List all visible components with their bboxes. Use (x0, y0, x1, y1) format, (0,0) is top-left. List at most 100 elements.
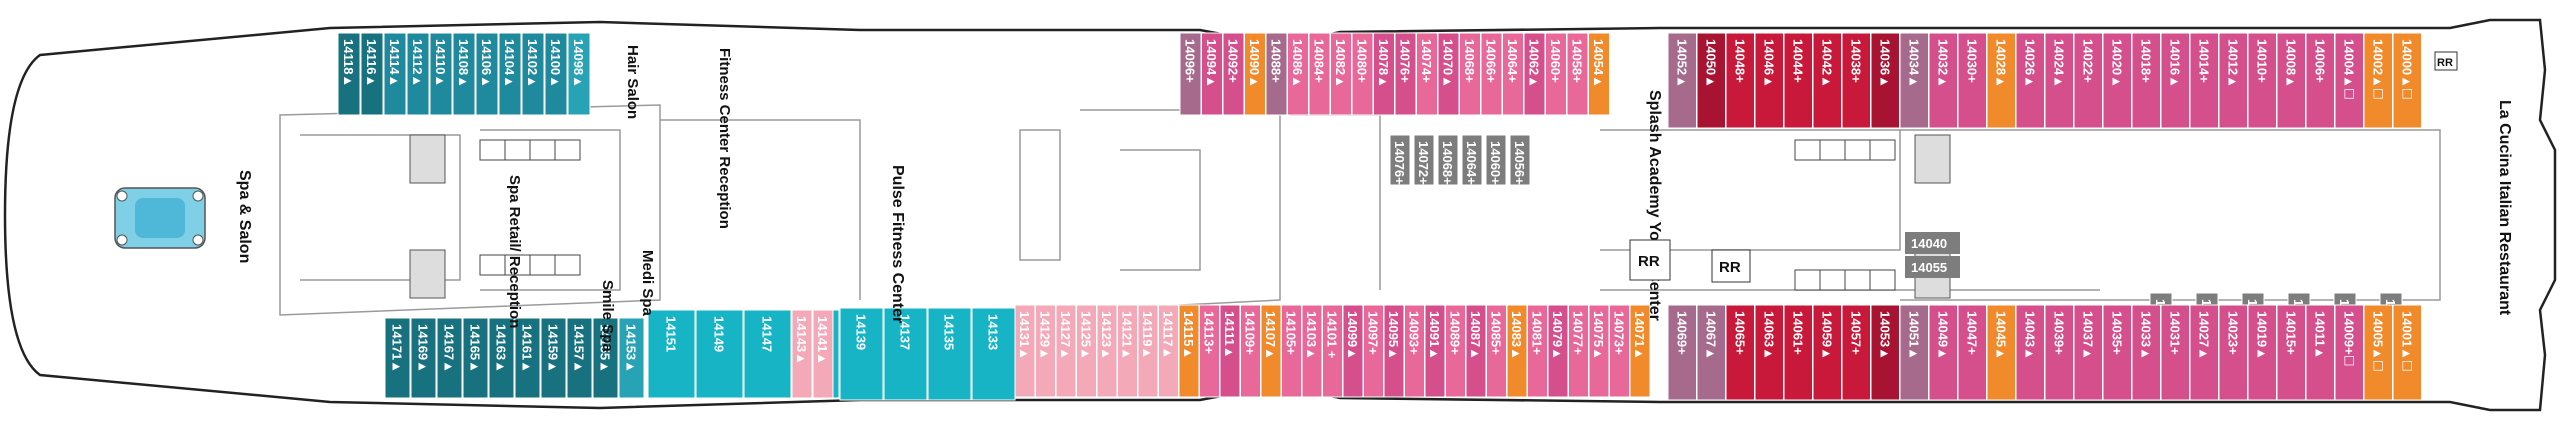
cabin-block[interactable] (839, 307, 884, 401)
cabin-14014[interactable]: 14014+ (2189, 32, 2219, 129)
cabin-14026[interactable]: 14026▲ (2015, 32, 2045, 129)
cabin-block[interactable] (521, 32, 545, 116)
cabin-block[interactable] (1413, 134, 1435, 186)
cabin-14042[interactable]: 14042▲ (1812, 32, 1842, 129)
cabin-14024[interactable]: 14024▲ (2044, 32, 2074, 129)
cabin-block[interactable] (791, 309, 813, 399)
cabin-14060[interactable]: 14060+ (1485, 134, 1507, 186)
cabin-14108[interactable]: 14108▲ (452, 32, 476, 116)
cabin-block[interactable] (1485, 134, 1507, 186)
cabin-14099[interactable]: 14099▲ (1342, 304, 1364, 398)
cabin-14121[interactable]: 14121▲ (1117, 304, 1138, 398)
cabin-14113[interactable]: 14113+ (1199, 304, 1220, 398)
cabin-14030[interactable]: 14030+ (1957, 32, 1987, 129)
cabin-14069[interactable]: 14069+ (1667, 304, 1697, 401)
cabin-block[interactable] (2015, 32, 2045, 129)
cabin-block[interactable] (695, 309, 744, 399)
cabin-14129[interactable]: 14129▲ (1035, 304, 1056, 398)
cabin-14127[interactable]: 14127▲ (1055, 304, 1077, 398)
cabin-14131[interactable]: 14131▲ (1014, 304, 1036, 398)
cabin-14008[interactable]: 14008▲ (2276, 32, 2306, 129)
cabin-14058[interactable]: 14058+ (1566, 32, 1589, 116)
cabin-block[interactable] (1696, 32, 1726, 129)
cabin-block[interactable] (2363, 304, 2393, 401)
cabin-block[interactable] (1812, 32, 1842, 129)
cabin-14052[interactable]: 14052▲ (1667, 32, 1697, 129)
cabin-14044[interactable]: 14044+ (1783, 32, 1813, 129)
cabin-14009[interactable]: 14009+☐ (2334, 304, 2364, 401)
cabin-block[interactable] (1696, 304, 1726, 401)
cabin-block[interactable] (1986, 32, 2016, 129)
cabin-block[interactable] (2189, 32, 2219, 129)
cabin-block[interactable] (406, 32, 430, 116)
cabin-14075[interactable]: 14075▲ (1588, 304, 1610, 398)
cabin-block[interactable] (1870, 304, 1900, 401)
cabin-block[interactable] (2073, 304, 2103, 401)
cabin-14118[interactable]: 14118▲ (337, 32, 361, 116)
cabin-block[interactable] (812, 309, 834, 399)
cabin-block[interactable] (2392, 32, 2422, 129)
cabin-14077[interactable]: 14077+ (1568, 304, 1589, 398)
cabin-14065[interactable]: 14065+ (1725, 304, 1755, 401)
cabin-14004[interactable]: 14004▲☐ (2334, 32, 2364, 129)
cabin-14081[interactable]: 14081+ (1527, 304, 1548, 398)
cabin-14137[interactable]: 14137 (883, 307, 928, 401)
cabin-14016[interactable]: 14016▲ (2160, 32, 2190, 129)
cabin-block[interactable] (927, 307, 972, 401)
cabin-14002[interactable]: 14002▲☐ (2363, 32, 2393, 129)
cabin-14155[interactable]: 14155▲ (592, 317, 619, 399)
cabin-14019[interactable]: 14019▲ (2247, 304, 2277, 401)
cabin-14051[interactable]: 14051▲ (1899, 304, 1929, 401)
cabin-14149[interactable]: 14149 (695, 309, 744, 399)
cabin-block[interactable] (544, 32, 568, 116)
cabin-14161[interactable]: 14161▲ (514, 317, 541, 399)
cabin-block[interactable] (2015, 304, 2045, 401)
cabin-block[interactable] (1957, 304, 1987, 401)
cabin-14107[interactable]: 14107▲ (1260, 304, 1282, 398)
cabin-block[interactable] (1667, 304, 1697, 401)
cabin-block[interactable] (1461, 134, 1483, 186)
cabin-14072[interactable]: 14072+ (1413, 134, 1435, 186)
cabin-block[interactable] (410, 317, 437, 399)
cabin-14064[interactable]: 14064+ (1461, 134, 1483, 186)
cabin-14098[interactable]: 14098▲ (567, 32, 591, 116)
cabin-14073[interactable]: 14073+ (1609, 304, 1630, 398)
cabin-14048[interactable]: 14048+ (1725, 32, 1755, 129)
cabin-block[interactable] (2305, 32, 2335, 129)
cabin-block[interactable] (1783, 32, 1813, 129)
cabin-block[interactable] (1899, 32, 1929, 129)
cabin-14078[interactable]: 14078▲ (1373, 32, 1395, 116)
cabin-14043[interactable]: 14043▲ (2015, 304, 2045, 401)
cabin-14112[interactable]: 14112▲ (406, 32, 430, 116)
cabin-block[interactable] (540, 317, 567, 399)
cabin-14101[interactable]: 14101 + (1322, 304, 1343, 398)
cabin-14165[interactable]: 14165▲ (462, 317, 489, 399)
cabin-14027[interactable]: 14027▲ (2189, 304, 2219, 401)
cabin-14022[interactable]: 14022+ (2073, 32, 2103, 129)
cabin-block[interactable] (566, 317, 593, 399)
cabin-14109[interactable]: 14109+ (1240, 304, 1261, 398)
cabin-14096[interactable]: 14096+ (1179, 32, 1202, 116)
cabin-block[interactable] (1754, 32, 1784, 129)
cabin-block[interactable] (1509, 134, 1531, 186)
cabin-block[interactable] (488, 317, 515, 399)
cabin-14015[interactable]: 14015+ (2276, 304, 2306, 401)
cabin-block[interactable] (592, 317, 619, 399)
cabin-14079[interactable]: 14079▲ (1547, 304, 1569, 398)
cabin-14055[interactable]: 14055 (1905, 256, 1960, 278)
cabin-14020[interactable]: 14020▲ (2102, 32, 2132, 129)
cabin-block[interactable] (2102, 32, 2132, 129)
cabin-14151[interactable]: 14151 (647, 309, 696, 399)
cabin-14070[interactable]: 14070▲ (1437, 32, 1460, 116)
cabin-14028[interactable]: 14028▲ (1986, 32, 2016, 129)
cabin-block[interactable] (1905, 256, 1960, 278)
cabin-14066[interactable]: 14066+ (1480, 32, 1503, 116)
cabin-block[interactable] (743, 309, 792, 399)
cabin-14076[interactable]: 14076+ (1394, 32, 1417, 116)
cabin-block[interactable] (2044, 304, 2074, 401)
cabin-block[interactable] (2102, 304, 2132, 401)
cabin-14087[interactable]: 14087▲ (1465, 304, 1487, 398)
cabin-14103[interactable]: 14103▲ (1301, 304, 1323, 398)
cabin-14005[interactable]: 14005▲☐ (2363, 304, 2393, 401)
cabin-14139[interactable]: 14139 (839, 307, 884, 401)
